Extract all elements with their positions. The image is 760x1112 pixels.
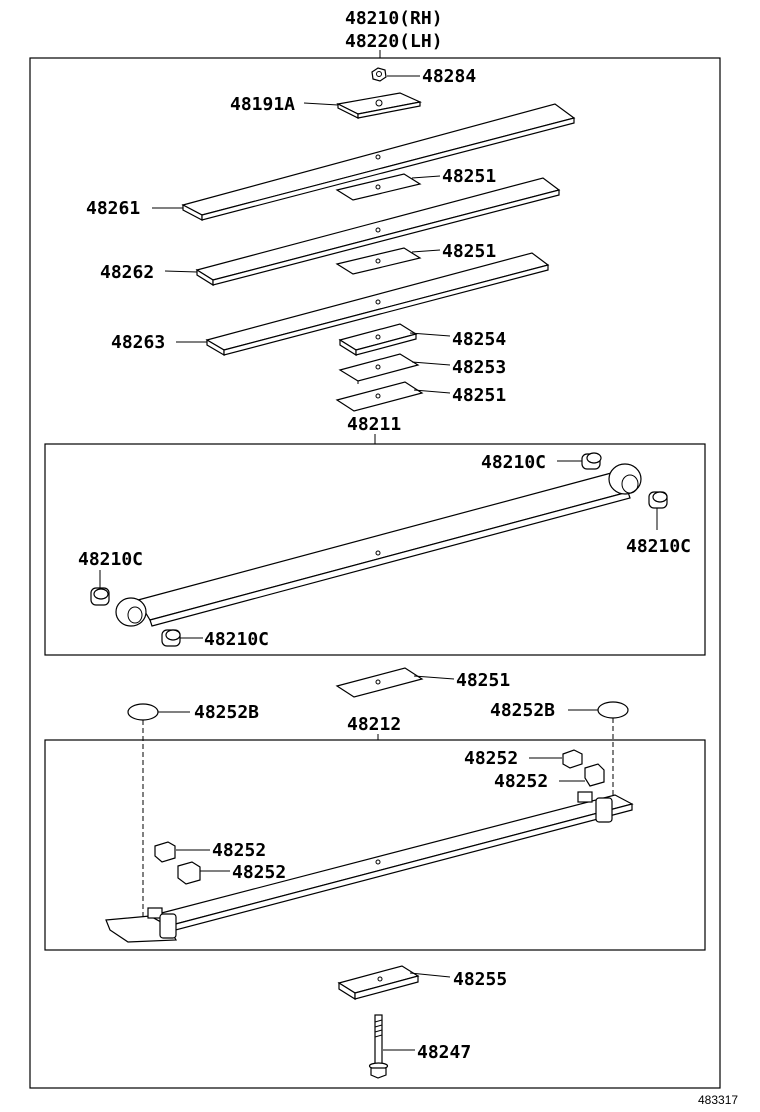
clip-l1-label: 48252	[212, 840, 266, 861]
clip-r2-label: 48252	[494, 771, 548, 792]
liner-1-leader	[411, 175, 441, 179]
bush-bl-part	[161, 629, 181, 647]
clip-l2-label: 48252	[232, 862, 286, 883]
liner-3-label: 48251	[452, 385, 506, 406]
cap-right-label: 48252B	[490, 700, 555, 721]
liner-2-leader	[411, 249, 441, 253]
clip-r1-part	[562, 749, 583, 769]
plate-top-label: 48191A	[230, 94, 295, 115]
leaf-1-label: 48261	[86, 198, 140, 219]
cap-left-label: 48252B	[194, 702, 259, 723]
liner-4-leader	[413, 675, 455, 680]
seat-label: 48255	[453, 969, 507, 990]
bolt-part	[368, 1014, 389, 1079]
main-leaf-part	[115, 463, 642, 627]
group-lower-box	[44, 739, 706, 951]
clip-l1-part	[154, 841, 176, 863]
group-main-box	[44, 443, 706, 656]
header-lh: 48220(LH)	[345, 31, 443, 52]
leaf-1-part	[181, 103, 576, 221]
liner-3-part	[335, 381, 424, 412]
pad-2-part	[338, 353, 420, 384]
bush-r-label: 48210C	[626, 536, 691, 557]
plate-top-leader	[303, 102, 339, 106]
outer-frame	[29, 57, 721, 1089]
leaf-2-leader	[164, 270, 198, 273]
liner-2-label: 48251	[442, 241, 496, 262]
seat-part	[337, 965, 420, 1001]
leaf-2-part	[195, 177, 561, 287]
liner-1-part	[335, 173, 422, 201]
lower-leaf-part	[105, 791, 634, 943]
seat-leader	[409, 972, 451, 978]
liner-4-part	[335, 667, 424, 698]
diagram-code: 483317	[698, 1093, 738, 1107]
pad-1-label: 48254	[452, 329, 506, 350]
pad-2-leader	[411, 361, 451, 366]
pad-1-part	[338, 323, 418, 357]
plate-top-part	[336, 92, 422, 119]
nut-top-label: 48284	[422, 66, 476, 87]
bush-tr-label: 48210C	[481, 452, 546, 473]
group-lower-label: 48212	[347, 714, 401, 735]
leaf-2-label: 48262	[100, 262, 154, 283]
cap-right-part	[597, 701, 629, 719]
clip-r1-label: 48252	[464, 748, 518, 769]
liner-4-label: 48251	[456, 670, 510, 691]
bush-r-part	[648, 491, 668, 509]
liner-2-part	[335, 247, 422, 275]
liner-3-leader	[413, 389, 451, 394]
nut-top-part	[371, 67, 387, 82]
clip-l2-part	[177, 861, 201, 885]
bush-tr-part	[581, 452, 602, 470]
bush-bl-label: 48210C	[204, 629, 269, 650]
bush-l-label: 48210C	[78, 549, 143, 570]
bush-l-part	[90, 587, 110, 606]
liner-1-label: 48251	[442, 166, 496, 187]
bolt-label: 48247	[417, 1042, 471, 1063]
clip-r2-part	[584, 763, 605, 787]
header-rh: 48210(RH)	[345, 8, 443, 29]
cap-left-part	[127, 703, 159, 721]
pad-1-leader	[409, 332, 451, 337]
leaf-3-part	[205, 252, 550, 357]
pad-2-label: 48253	[452, 357, 506, 378]
leaf-3-label: 48263	[111, 332, 165, 353]
group-main-label: 48211	[347, 414, 401, 435]
